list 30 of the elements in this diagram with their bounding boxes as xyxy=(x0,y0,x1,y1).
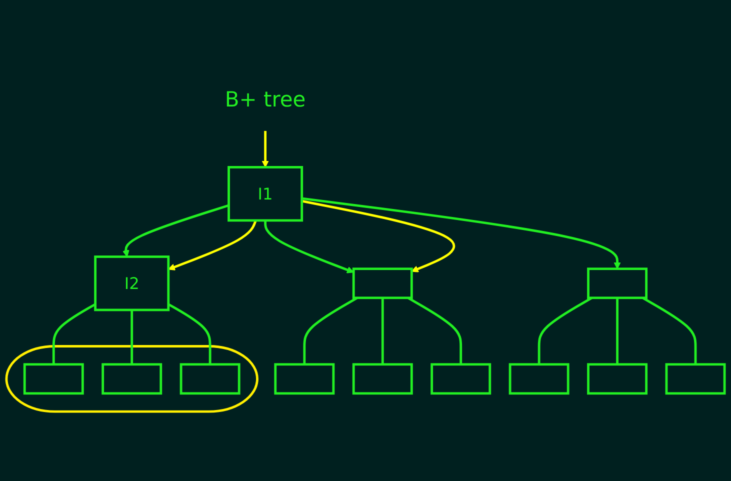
node-box xyxy=(274,362,335,394)
connector xyxy=(642,296,697,364)
node-box: I1 xyxy=(228,166,304,222)
connector xyxy=(381,297,384,364)
connector xyxy=(407,296,462,364)
node-box xyxy=(180,362,240,394)
connector xyxy=(303,296,358,364)
cluster xyxy=(5,344,258,412)
node-box xyxy=(352,267,413,299)
node-text: B+ tree xyxy=(224,88,306,112)
node-box xyxy=(587,267,648,299)
connector xyxy=(168,302,212,364)
connector xyxy=(52,302,96,364)
node-box xyxy=(430,362,492,394)
connector xyxy=(616,297,618,364)
node-box xyxy=(508,362,570,394)
arrow xyxy=(168,220,257,270)
arrow xyxy=(264,220,354,273)
node-box xyxy=(102,362,162,394)
connector xyxy=(538,296,593,364)
arrow xyxy=(302,199,456,272)
arrow xyxy=(302,196,621,269)
node-box xyxy=(352,362,413,394)
node-box xyxy=(587,362,648,394)
connector xyxy=(130,309,134,364)
node-box xyxy=(665,362,726,394)
node-box: I2 xyxy=(94,255,170,311)
arrow xyxy=(122,204,230,257)
arrow xyxy=(262,130,269,168)
node-box xyxy=(23,362,84,394)
